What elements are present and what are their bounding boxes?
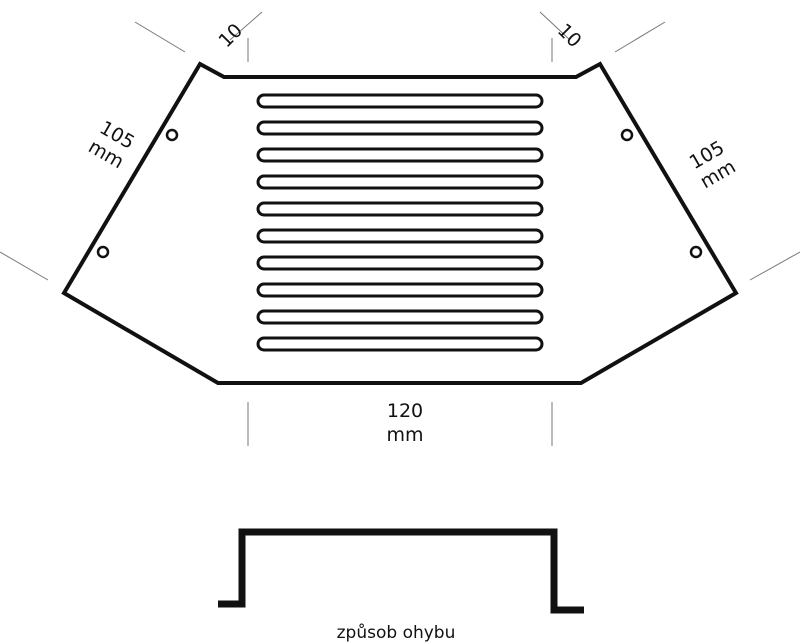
- bend-profile: [218, 528, 584, 614]
- bend-caption: způsob ohybu: [337, 623, 456, 642]
- dimension-lines: [0, 11, 800, 446]
- ext-line-top-right-a: [539, 11, 571, 41]
- ext-line-left: [0, 251, 49, 281]
- slots: [256, 93, 544, 352]
- slot: [256, 174, 544, 190]
- slot: [256, 255, 544, 271]
- slot: [256, 228, 544, 244]
- slot: [256, 201, 544, 217]
- plate-outline: [61, 61, 739, 385]
- tab-dimension-left: 10: [214, 19, 247, 52]
- ext-line-top-left-a: [134, 21, 186, 53]
- screw-hole-bottom-left: [96, 245, 110, 259]
- tab-dimension-right: 10: [553, 19, 586, 52]
- screw-hole-bottom-right: [689, 245, 703, 259]
- ext-line-top-right-b: [614, 21, 666, 53]
- slot: [256, 147, 544, 163]
- slot: [256, 120, 544, 136]
- slot: [256, 282, 544, 298]
- slot: [256, 93, 544, 109]
- bottom-dimension-unit: mm: [386, 424, 423, 446]
- ext-line-top-left-b: [229, 11, 263, 41]
- screw-hole-top-left: [165, 128, 179, 142]
- screw-hole-top-right: [620, 128, 634, 142]
- screw-holes: [96, 128, 703, 259]
- slot: [256, 309, 544, 325]
- ext-line-right: [749, 251, 800, 281]
- bottom-dimension-value: 120: [387, 400, 423, 422]
- slot: [256, 336, 544, 352]
